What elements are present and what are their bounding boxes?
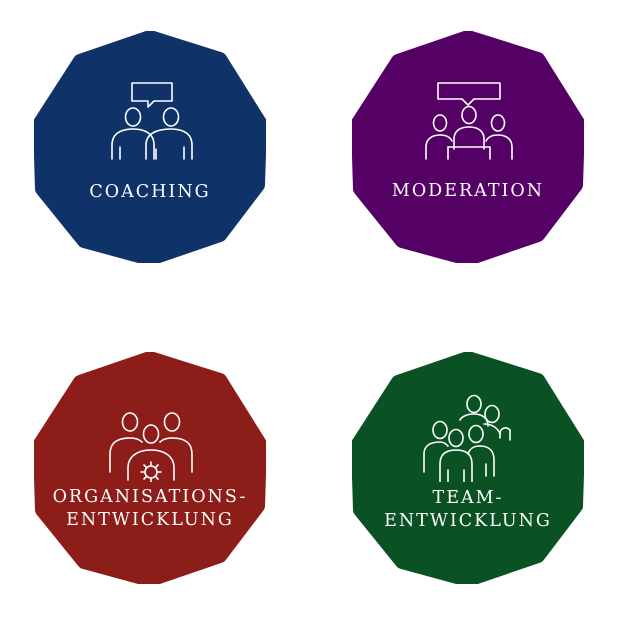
team-icon — [423, 394, 511, 482]
tile-teamentwicklung-label-line-2: ENTWICKLUNG — [384, 511, 552, 531]
coaching-icon — [111, 82, 193, 160]
tile-moderation-background — [352, 31, 584, 263]
tile-teamentwicklung-label: TEAM- ENTWICKLUNG — [352, 487, 584, 533]
tile-teamentwicklung[interactable]: TEAM- ENTWICKLUNG — [352, 352, 584, 584]
tile-organisationsentwicklung[interactable]: ORGANISATIONS- ENTWICKLUNG — [34, 352, 266, 584]
tile-moderation-label-line: MODERATION — [391, 181, 545, 201]
tile-teamentwicklung-label-line-1: TEAM- — [432, 488, 504, 508]
tile-coaching-background — [34, 31, 266, 263]
tile-organisationsentwicklung-label-line-1: ORGANISATIONS- — [52, 487, 248, 507]
tile-moderation[interactable]: MODERATION — [352, 31, 584, 263]
tile-organisationsentwicklung-label: ORGANISATIONS- ENTWICKLUNG — [34, 486, 266, 532]
tile-teamentwicklung-background — [352, 352, 584, 584]
tile-coaching[interactable]: COACHING — [34, 31, 266, 263]
tile-organisationsentwicklung-label-line-2: ENTWICKLUNG — [66, 510, 234, 530]
tile-moderation-label: MODERATION — [352, 180, 584, 203]
tile-coaching-label-line: COACHING — [89, 182, 211, 202]
moderation-icon — [425, 82, 513, 160]
tile-coaching-label: COACHING — [34, 181, 266, 204]
tile-organisationsentwicklung-background — [34, 352, 266, 584]
organisation-icon — [109, 412, 193, 482]
